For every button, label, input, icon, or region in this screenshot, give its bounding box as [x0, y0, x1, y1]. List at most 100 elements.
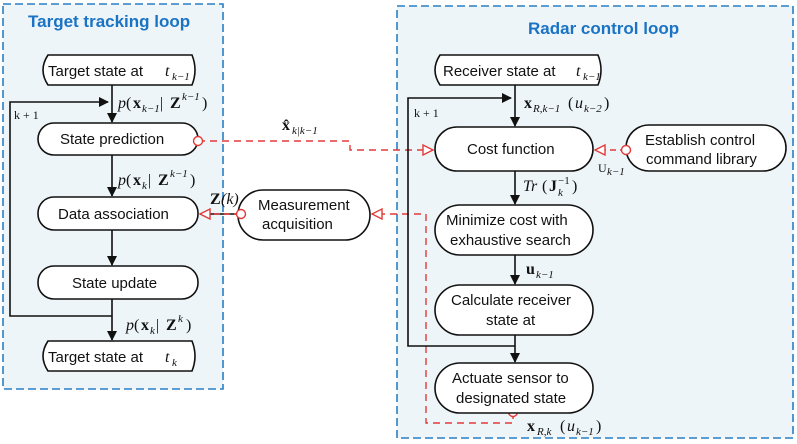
svg-text:(: (: [568, 95, 573, 112]
svg-text:(: (: [126, 95, 131, 112]
receiver-start-label: Receiver state at: [443, 63, 556, 80]
svg-text:x: x: [527, 418, 535, 435]
receiver-start-time: t: [576, 63, 581, 80]
svg-text:u: u: [575, 95, 583, 112]
actuate-label-2: designated state: [456, 390, 566, 407]
svg-text:Z: Z: [166, 317, 177, 334]
label-x-next: x R,k ( u k−1 ): [527, 418, 601, 438]
svg-text:(: (: [134, 317, 139, 334]
svg-text:p: p: [125, 317, 134, 334]
measurement-label-2: acquisition: [262, 216, 333, 233]
svg-text:k−1: k−1: [607, 166, 625, 178]
target-loop-label: k + 1: [14, 108, 39, 122]
svg-text:): ): [186, 317, 191, 334]
svg-text:): ): [202, 95, 207, 112]
calculate-receiver-node: [434, 284, 594, 336]
svg-text:(k): (k): [221, 191, 239, 208]
svg-text:|: |: [148, 172, 151, 189]
target-start-node: [42, 54, 196, 86]
receiver-start-node: [434, 54, 602, 86]
svg-text:x: x: [133, 172, 141, 189]
svg-text:k−1: k−1: [576, 426, 594, 438]
svg-text:): ): [604, 95, 609, 112]
svg-text:k: k: [142, 180, 148, 192]
svg-text:): ): [190, 172, 195, 189]
control-prediction-to-cost: [198, 140, 433, 150]
label-p-post: p ( x k | Z k ): [125, 313, 191, 337]
label-p-prior: p ( x k−1 | Z k−1 ): [117, 91, 207, 115]
target-end-node: [42, 340, 196, 372]
svg-text:k−1: k−1: [182, 91, 200, 103]
svg-text:|: |: [160, 95, 163, 112]
calculate-label-2: state at: [486, 312, 536, 329]
svg-text:Z: Z: [210, 191, 221, 208]
library-label-2: command library: [646, 151, 757, 168]
svg-text:x̂: x̂: [282, 117, 290, 134]
radar-loop-back: [407, 93, 515, 347]
state-prediction-label: State prediction: [60, 131, 164, 148]
minimize-label-1: Minimize cost with: [446, 212, 568, 229]
svg-text:p: p: [117, 172, 126, 189]
library-port: [620, 144, 632, 156]
svg-text:(: (: [542, 178, 547, 195]
label-library-symbol: U k−1: [598, 161, 625, 178]
library-label-1: Establish control: [645, 132, 755, 149]
target-loop-back: [9, 97, 112, 317]
svg-text:k: k: [150, 325, 156, 337]
measurement-port: [235, 208, 247, 220]
svg-text:): ): [596, 418, 601, 435]
label-u: u k−1: [526, 261, 554, 281]
svg-text:|: |: [156, 317, 159, 334]
svg-text:k−1: k−1: [536, 269, 554, 281]
receiver-start-time-sub: k−1: [583, 71, 601, 83]
label-x-prev: x R,k−1 ( u k−2 ): [524, 95, 609, 115]
data-association-label: Data association: [58, 206, 169, 223]
actuate-label-1: Actuate sensor to: [452, 370, 569, 387]
svg-text:k−1: k−1: [142, 103, 160, 115]
target-end-label: Target state at: [48, 349, 144, 366]
svg-text:k|k−1: k|k−1: [292, 125, 318, 137]
target-start-time-sub: k−1: [172, 71, 190, 83]
svg-text:x: x: [524, 95, 532, 112]
svg-text:(: (: [560, 418, 565, 435]
svg-text:k−2: k−2: [584, 103, 602, 115]
target-end-time: t: [165, 349, 170, 366]
state-update-label: State update: [72, 275, 157, 292]
measurement-label-1: Measurement: [258, 197, 351, 214]
svg-text:J: J: [549, 178, 557, 195]
actuate-sensor-node: [434, 362, 594, 414]
label-x-hat: x̂ k|k−1: [282, 117, 318, 137]
svg-text:Z: Z: [158, 172, 169, 189]
state-update-node: [37, 265, 199, 300]
svg-text:u: u: [567, 418, 575, 435]
minimize-cost-node: [434, 204, 594, 256]
target-start-label: Target state at: [48, 63, 144, 80]
radar-loop-label: k + 1: [414, 106, 439, 120]
target-tracking-title: Target tracking loop: [28, 12, 190, 31]
svg-text:x: x: [141, 317, 149, 334]
svg-text:): ): [572, 178, 577, 195]
cost-function-label: Cost function: [467, 141, 555, 158]
svg-text:Tr: Tr: [523, 178, 538, 195]
label-p-pred: p ( x k | Z k−1 ): [117, 168, 195, 192]
target-end-time-sub: k: [172, 357, 178, 369]
svg-text:Z: Z: [170, 95, 181, 112]
data-association-node: [37, 196, 199, 231]
svg-text:−1: −1: [558, 175, 570, 187]
calculate-label-1: Calculate receiver: [451, 292, 571, 309]
cost-function-node: [434, 126, 594, 172]
label-trace: Tr ( J k −1 ): [523, 175, 577, 199]
svg-text:(: (: [126, 172, 131, 189]
svg-text:x: x: [133, 95, 141, 112]
target-start-time: t: [165, 63, 170, 80]
radar-control-title: Radar control loop: [528, 19, 679, 38]
label-z: Z (k): [210, 191, 239, 208]
svg-text:R,k: R,k: [536, 426, 552, 438]
svg-text:k: k: [558, 187, 564, 199]
minimize-label-2: exhaustive search: [450, 232, 571, 249]
svg-text:k: k: [178, 313, 184, 325]
svg-text:k−1: k−1: [170, 168, 188, 180]
prediction-port: [192, 135, 204, 147]
svg-text:R,k−1: R,k−1: [532, 103, 560, 115]
